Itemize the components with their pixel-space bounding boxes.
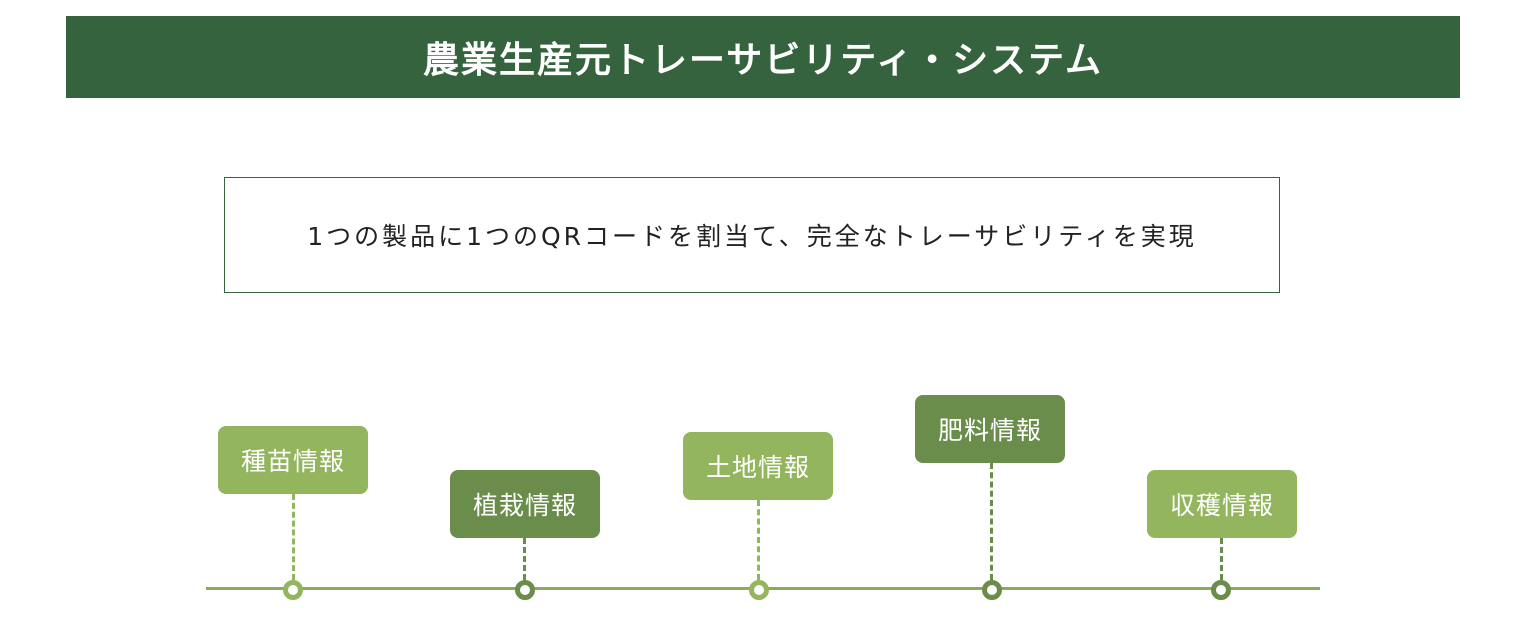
stage-label-harvest: 収穫情報: [1147, 470, 1297, 538]
stage-connector: [990, 463, 993, 580]
stage-label-text: 収穫情報: [1169, 491, 1274, 520]
stage-connector: [1220, 538, 1223, 580]
title-banner: 農業生産元トレーサビリティ・システム: [66, 16, 1460, 98]
stage-connector: [292, 494, 295, 580]
stage-node: [283, 580, 303, 600]
stage-label-fertilizer: 肥料情報: [915, 395, 1065, 463]
page-title: 農業生産元トレーサビリティ・システム: [422, 40, 1104, 81]
stage-label-text: 肥料情報: [937, 416, 1042, 445]
stage-label-text: 植栽情報: [472, 491, 577, 520]
stage-label-seedling: 種苗情報: [218, 426, 368, 494]
stage-label-planting: 植栽情報: [450, 470, 600, 538]
stage-node: [749, 580, 769, 600]
stage-node: [982, 580, 1002, 600]
stage-node: [515, 580, 535, 600]
stage-label-text: 土地情報: [705, 453, 810, 482]
tagline-box: 1つの製品に1つのQRコードを割当て、完全なトレーサビリティを実現: [224, 177, 1280, 293]
stage-label-land: 土地情報: [683, 432, 833, 500]
stage-connector: [757, 500, 760, 580]
stage-node: [1211, 580, 1231, 600]
tagline-text: 1つの製品に1つのQRコードを割当て、完全なトレーサビリティを実現: [307, 222, 1197, 251]
stage-connector: [523, 538, 526, 580]
stage-label-text: 種苗情報: [240, 447, 345, 476]
